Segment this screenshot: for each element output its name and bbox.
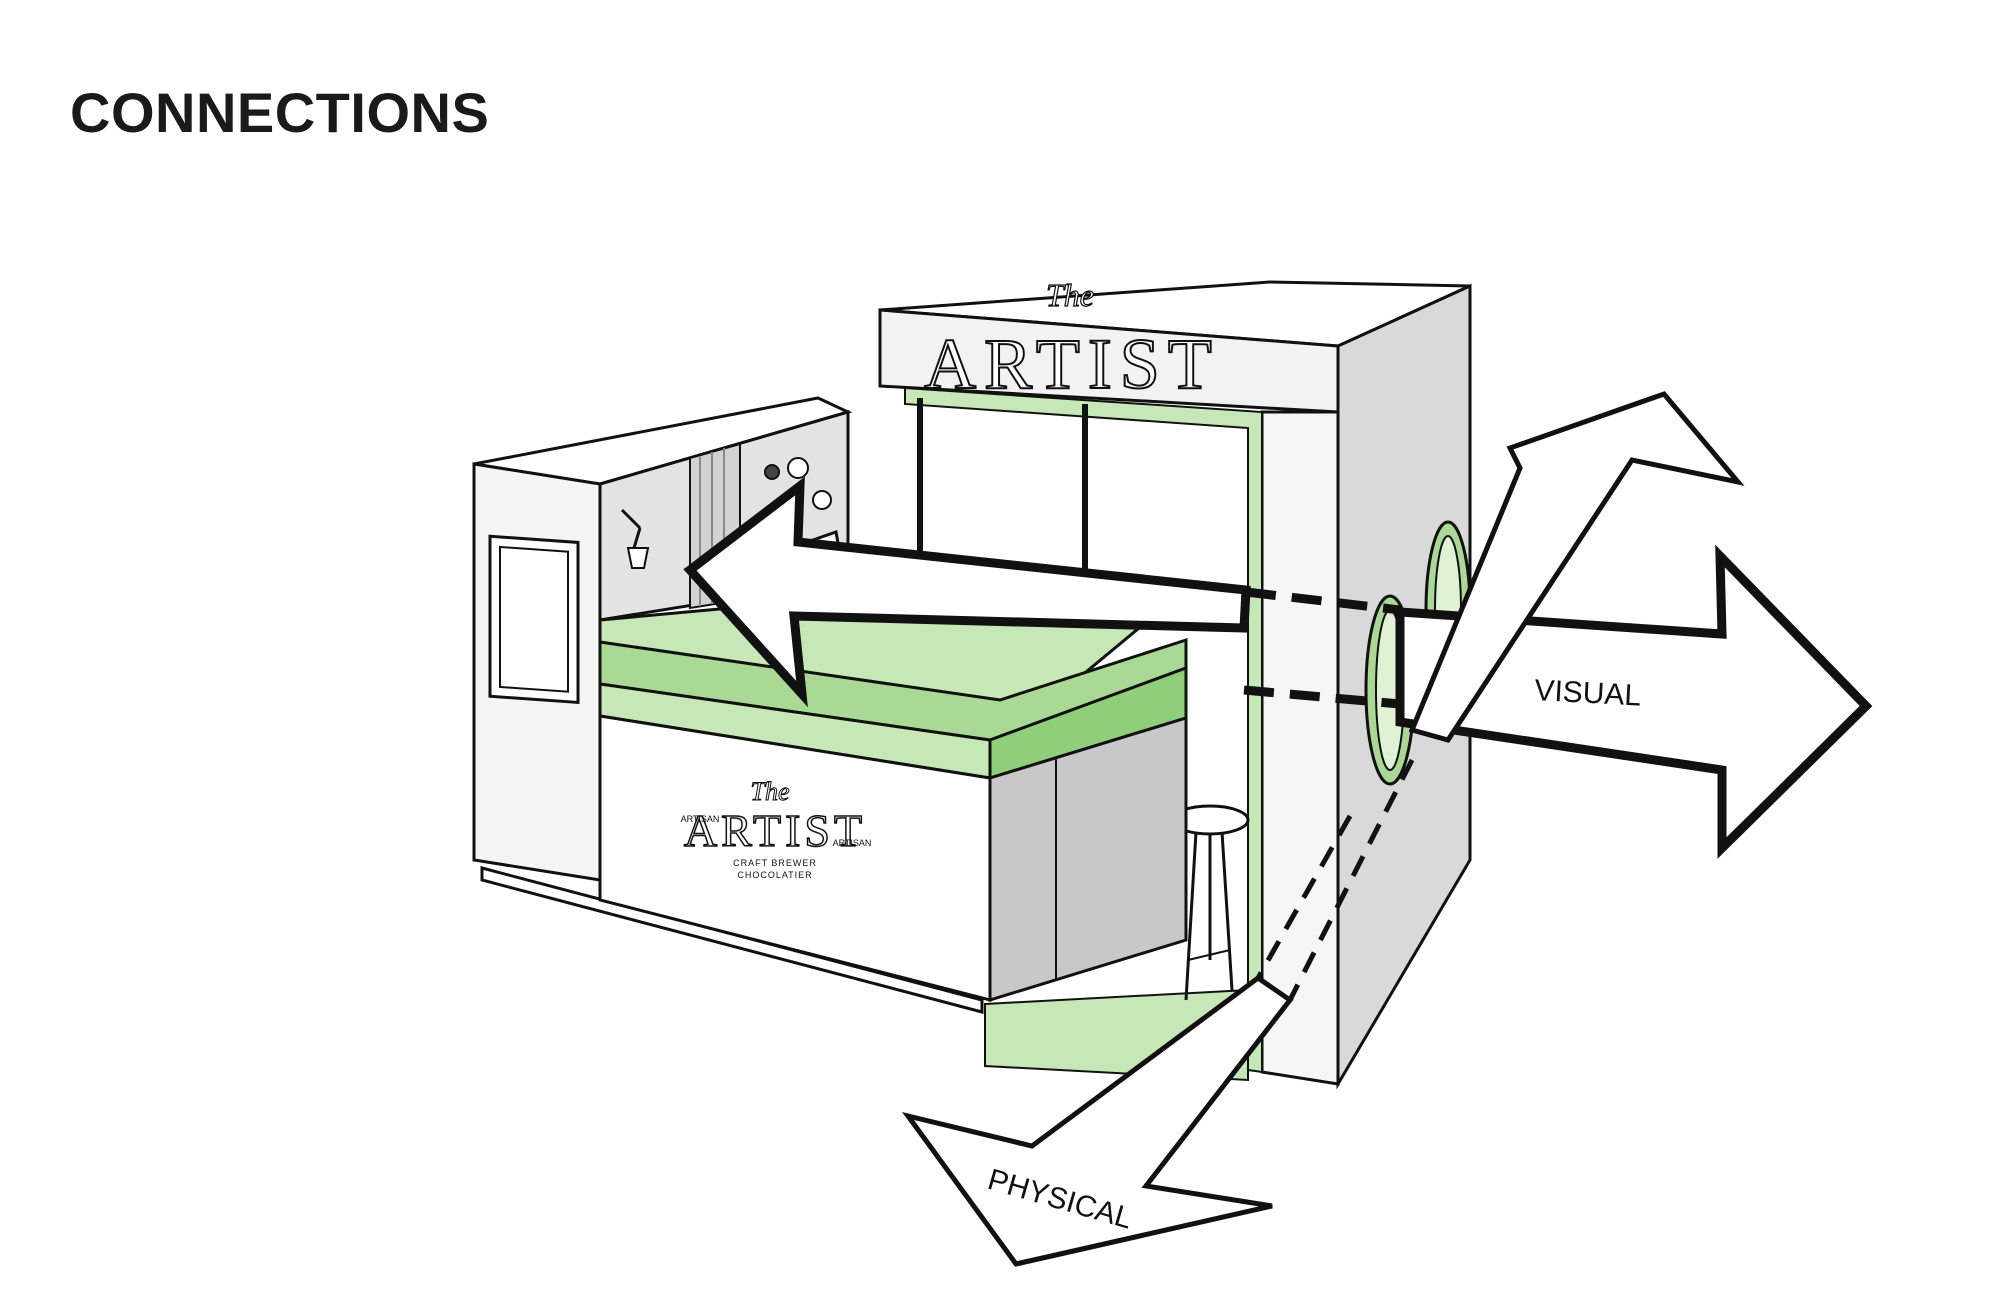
booth-opening-frame [904,386,1263,1074]
visual-arrow-inbound [683,476,1251,708]
display-screen [499,545,569,693]
wall-lamp-icon [620,508,650,569]
wall-badge-icon [764,464,780,480]
stool-icon [1170,804,1250,1001]
counter-tagline-1: CRAFT BREWER [733,858,817,868]
counter-side [988,715,1188,1003]
physical-arrow-head-down [901,974,1294,1267]
physical-arrow-head-up [1408,391,1745,743]
booth-sign-name: ARTIST [924,324,1220,404]
physical-arrow: PHYSICAL [901,391,1745,1267]
visual-label: VISUAL [1534,674,1642,713]
counter-logo-script: The [751,777,790,806]
wall-badge-icon [812,490,832,510]
counter-logo-side-left: ARTISAN [681,814,720,824]
counter-logo-side-right: ARTISAN [833,838,872,848]
page-title: CONNECTIONS [70,81,490,144]
counter-tagline-2: CHOCOLATIER [737,870,812,880]
wall-badge-icon [787,457,809,479]
counter-logo-name: ARTIST [684,805,866,856]
booth-front-pillar [1260,410,1340,1086]
booth-sign-script: The [1046,277,1094,313]
